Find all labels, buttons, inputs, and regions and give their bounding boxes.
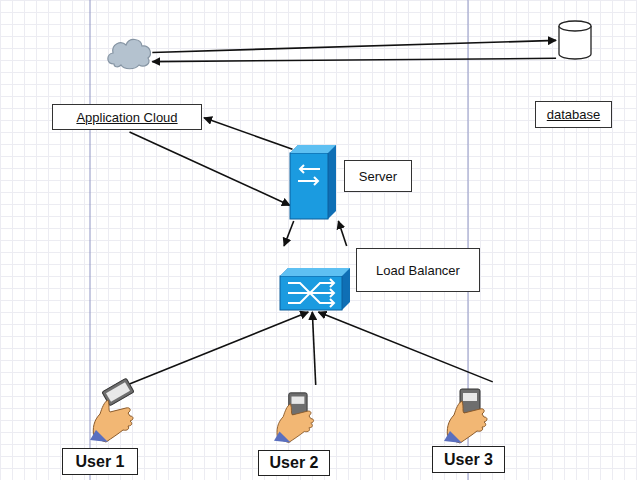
- connector-arrow: [130, 132, 290, 205]
- connector-arrow: [312, 312, 315, 385]
- lb-front: [280, 276, 342, 310]
- sleeve: [274, 431, 291, 442]
- hand-group: [274, 393, 314, 443]
- hand-group: [444, 389, 487, 443]
- connector-arrow: [204, 118, 292, 150]
- user-node: User 2: [258, 376, 332, 476]
- label-box: Load Balancer: [356, 248, 480, 292]
- cloud-icon: [104, 34, 154, 70]
- component-node: Load Balancer: [280, 246, 482, 312]
- server-front: [290, 153, 328, 219]
- component-node: Server: [290, 143, 414, 221]
- hand-phone-icon: [444, 380, 494, 444]
- cylinder-top: [559, 21, 591, 31]
- phone-screen: [463, 393, 477, 401]
- sleeve: [444, 431, 462, 443]
- user-node: User 3: [432, 376, 507, 474]
- label-box: User 3: [432, 446, 505, 473]
- hand-phone-icon: [274, 380, 320, 448]
- component-node: Application Cloud: [52, 30, 204, 132]
- connector-arrow: [152, 58, 556, 61]
- phone-screen: [106, 382, 130, 402]
- label-box: User 2: [258, 450, 330, 476]
- label-text: User 1: [76, 453, 125, 471]
- user-node: User 1: [62, 378, 142, 474]
- component-node: database: [535, 18, 613, 130]
- server-side: [290, 145, 336, 219]
- database-icon: [557, 20, 593, 60]
- hand-phone-icon: [90, 380, 140, 442]
- label-box: database: [535, 101, 612, 128]
- label-text: Load Balancer: [376, 263, 460, 278]
- hand-group: [90, 378, 134, 442]
- connector-arrow: [152, 40, 556, 52]
- label-text: Application Cloud: [76, 110, 177, 125]
- lb-crossing-lines: [288, 279, 334, 307]
- lb-side: [280, 268, 350, 310]
- label-text: database: [547, 107, 601, 122]
- server-icon: [290, 145, 336, 219]
- connector-arrow: [284, 221, 294, 246]
- lb-top: [280, 268, 350, 276]
- label-box: Application Cloud: [52, 104, 202, 130]
- lane-line: [90, 0, 91, 480]
- label-text: User 3: [444, 451, 493, 469]
- sleeve: [90, 430, 108, 442]
- connector-arrow: [338, 221, 346, 246]
- server-arrows: [298, 165, 320, 185]
- label-box: Server: [344, 160, 412, 192]
- connector-arrow: [128, 312, 309, 385]
- server-top: [290, 145, 336, 153]
- load-balancer-icon: [280, 268, 350, 310]
- cloud-shape: [108, 39, 151, 68]
- label-text: User 2: [270, 454, 319, 472]
- label-text: Server: [359, 169, 397, 184]
- connector-arrow: [318, 312, 492, 382]
- label-box: User 1: [62, 448, 138, 475]
- phone-screen: [291, 397, 304, 404]
